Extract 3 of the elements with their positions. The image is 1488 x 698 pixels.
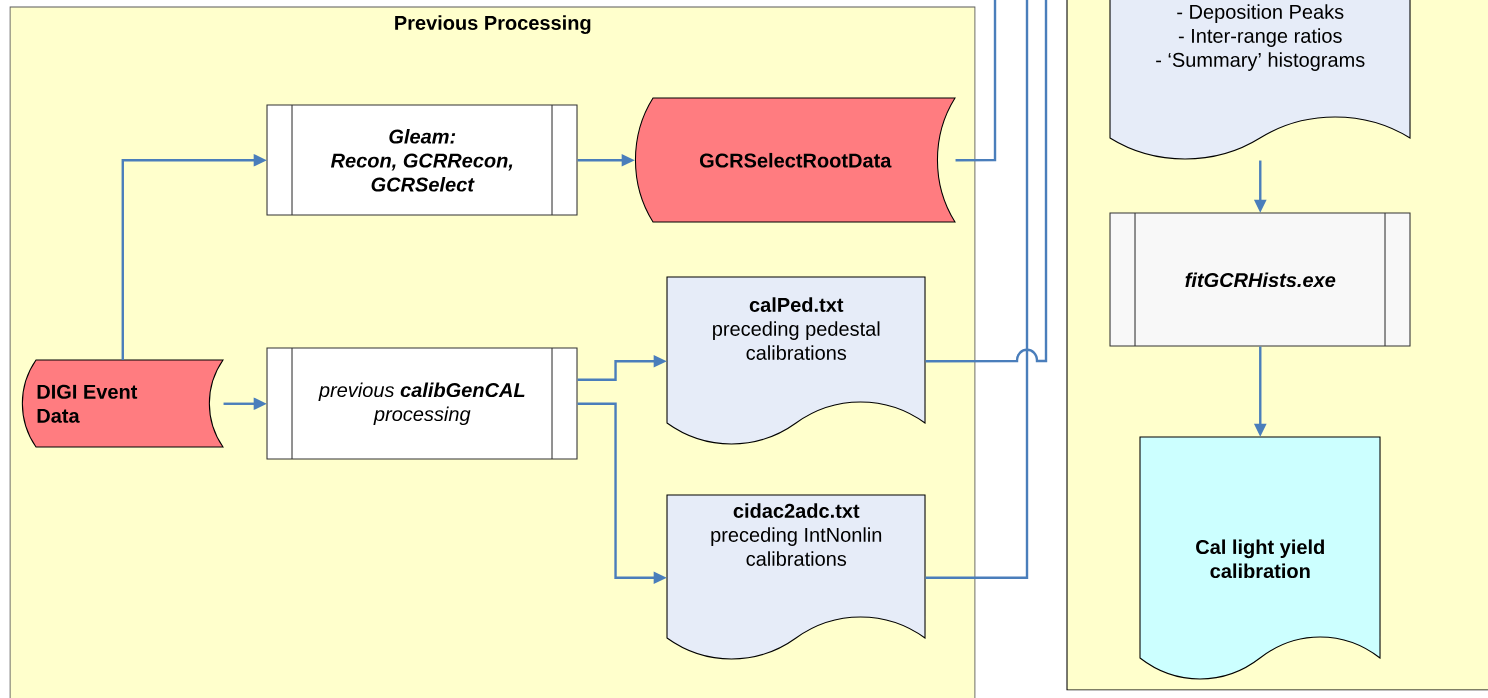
process-box: fitGCRHists.exe — [1109, 212, 1411, 347]
process-box: previous calibGenCAL processing — [266, 347, 578, 460]
process-box: Gleam: Recon, GCRRecon, GCRSelect — [266, 104, 578, 216]
